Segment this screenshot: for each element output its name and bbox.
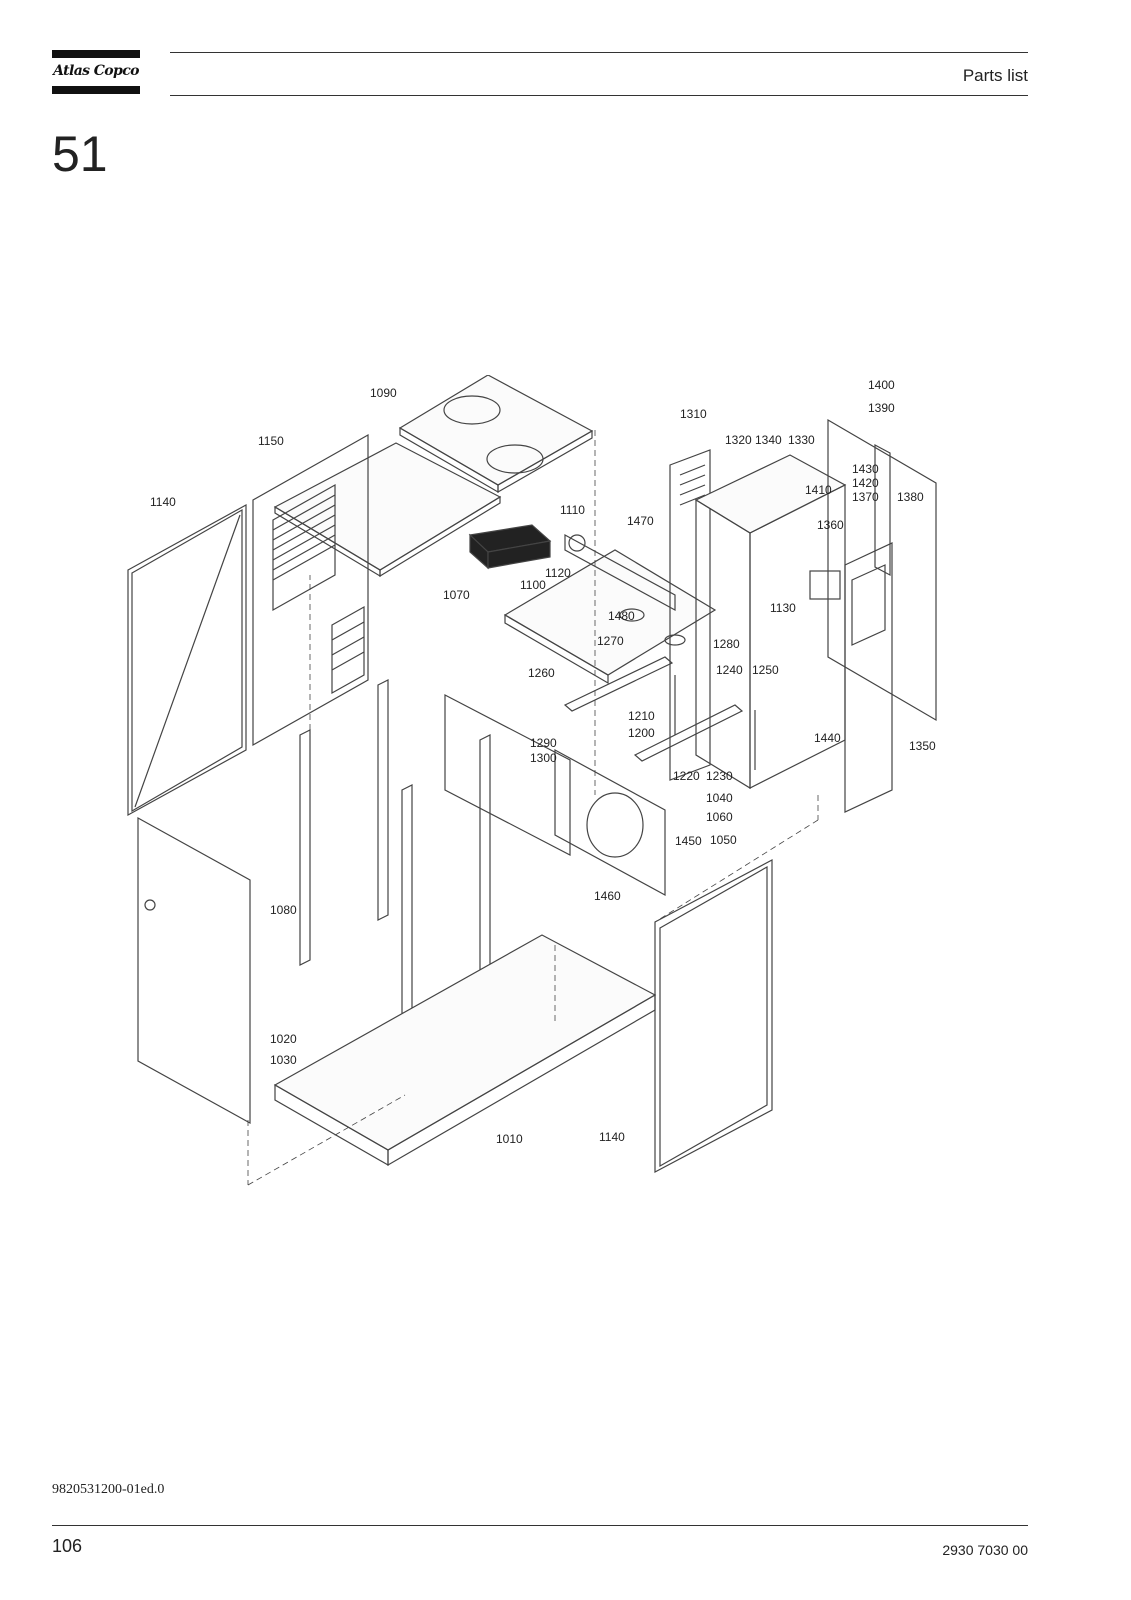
callout-1450: 1450 <box>675 834 702 848</box>
door-panel-1020 <box>137 816 251 1125</box>
cooler-panel-1290 <box>444 694 666 897</box>
callout-1440: 1440 <box>814 731 841 745</box>
callout-1300: 1300 <box>530 751 557 765</box>
assembly-lines <box>247 430 819 1186</box>
header-rule-top <box>170 52 1028 53</box>
frame-posts <box>299 679 491 1026</box>
logo-top-bar <box>52 50 140 58</box>
header-rule-bottom <box>170 95 1028 96</box>
callout-1030: 1030 <box>270 1053 297 1067</box>
callout-1480: 1480 <box>608 609 635 623</box>
callout-1350: 1350 <box>909 739 936 753</box>
section-number: 51 <box>52 126 108 182</box>
callout-1210: 1210 <box>628 709 655 723</box>
callout-1040: 1040 <box>706 791 733 805</box>
base-brackets-1210 <box>563 656 756 770</box>
callout-1430: 1430 <box>852 462 879 476</box>
base-frame-1010 <box>273 934 657 1167</box>
callout-1110: 1110 <box>560 503 585 517</box>
document-code: 9820531200-01ed.0 <box>52 1482 165 1497</box>
door-panel-1140-left <box>127 503 247 817</box>
callout-1410: 1410 <box>805 483 832 497</box>
callout-1460: 1460 <box>594 889 621 903</box>
callout-1140: 1140 <box>599 1130 625 1144</box>
middle-plate-1260 <box>503 549 717 685</box>
panel-1390 <box>827 418 937 722</box>
callout-1100: 1100 <box>520 578 546 592</box>
callout-1420: 1420 <box>852 476 879 490</box>
footer-rule <box>52 1525 1028 1526</box>
side-panel-1150 <box>252 433 369 747</box>
brand-logo: Atlas Copco <box>52 50 140 94</box>
callout-1150: 1150 <box>258 434 284 448</box>
callout-1270: 1270 <box>597 634 624 648</box>
callout-1330: 1330 <box>788 433 815 447</box>
callout-1390: 1390 <box>868 401 895 415</box>
diagram-drawing <box>127 375 937 1186</box>
callout-1290: 1290 <box>530 736 557 750</box>
callout-1230: 1230 <box>706 769 733 783</box>
callout-1070: 1070 <box>443 588 470 602</box>
callout-1250: 1250 <box>752 663 779 677</box>
callout-1140: 1140 <box>150 495 176 509</box>
filter-basket-1100 <box>468 524 552 570</box>
page-number: 106 <box>52 1536 83 1556</box>
callout-1360: 1360 <box>817 518 844 532</box>
callout-1380: 1380 <box>897 490 924 504</box>
header-title: Parts list <box>962 66 1028 85</box>
partition-1470 <box>564 533 676 612</box>
callout-1470: 1470 <box>627 514 654 528</box>
logo-wordmark: Atlas Copco <box>53 63 139 79</box>
door-panel-1350 <box>844 542 893 813</box>
door-panel-1140-right <box>654 859 773 1173</box>
callout-1050: 1050 <box>710 833 737 847</box>
callout-1370: 1370 <box>852 490 879 504</box>
callout-1080: 1080 <box>270 903 297 917</box>
callout-1280: 1280 <box>713 637 740 651</box>
callout-1130: 1130 <box>770 601 796 615</box>
callout-1400: 1400 <box>868 378 895 392</box>
callout-1020: 1020 <box>270 1032 297 1046</box>
top-plate-1090 <box>398 375 594 494</box>
callout-1320: 1320 <box>725 433 752 447</box>
callout-1010: 1010 <box>496 1132 523 1146</box>
callout-1090: 1090 <box>370 386 397 400</box>
callout-1310: 1310 <box>680 407 707 421</box>
cabinet-frame <box>669 449 847 790</box>
callout-1340: 1340 <box>755 433 782 447</box>
callout-1220: 1220 <box>673 769 700 783</box>
callout-1240: 1240 <box>716 663 743 677</box>
callout-1200: 1200 <box>628 726 655 740</box>
callout-1120: 1120 <box>545 566 571 580</box>
logo-bottom-bar <box>52 86 140 94</box>
part-number: 2930 7030 00 <box>942 1542 1028 1558</box>
callout-1260: 1260 <box>528 666 555 680</box>
roof-panel-1070 <box>273 442 502 578</box>
callout-1060: 1060 <box>706 810 733 824</box>
